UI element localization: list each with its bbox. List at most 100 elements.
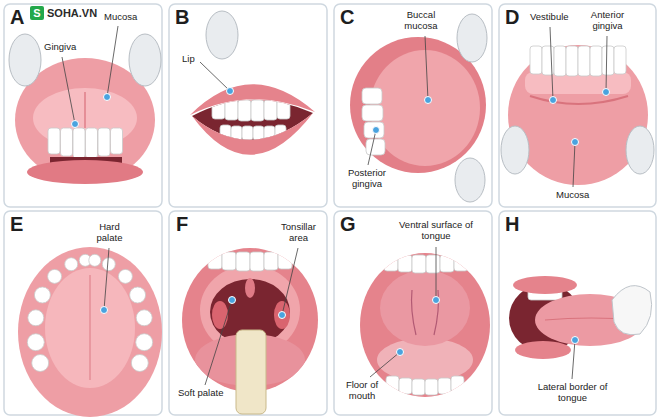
tongue-raised bbox=[399, 378, 412, 394]
tongue-raised bbox=[398, 255, 412, 272]
cheek-retracted bbox=[362, 88, 385, 155]
lips-smile bbox=[251, 100, 264, 121]
panel-frame bbox=[499, 211, 656, 415]
panel-letter: C bbox=[340, 7, 354, 27]
palate-view bbox=[89, 254, 101, 266]
palate-view bbox=[131, 355, 148, 372]
tongue-raised bbox=[412, 290, 439, 335]
palate-view bbox=[102, 258, 115, 271]
part-label: Buccal mucosa bbox=[396, 10, 446, 32]
cheek-retracted bbox=[455, 158, 485, 202]
lower-lip-retracted bbox=[554, 46, 566, 76]
lips-smile bbox=[206, 11, 238, 59]
part-label: Mucosa bbox=[104, 12, 137, 23]
leader-dot bbox=[433, 297, 440, 304]
part-label: Soft palate bbox=[178, 388, 223, 399]
leader-dot bbox=[397, 349, 404, 356]
upper-lip-retracted bbox=[84, 92, 86, 128]
lips-smile bbox=[212, 100, 290, 140]
panel-letter: B bbox=[175, 7, 189, 27]
panel-frame bbox=[169, 4, 327, 207]
watermark: SOHA.VN bbox=[47, 6, 97, 20]
lower-lip-retracted bbox=[566, 46, 578, 76]
leader-dot bbox=[572, 337, 579, 344]
leader-dot bbox=[279, 312, 286, 319]
upper-lip-retracted bbox=[9, 34, 41, 86]
upper-lip-retracted bbox=[129, 34, 161, 86]
upper-lip-retracted bbox=[48, 128, 123, 158]
upper-lip-retracted bbox=[73, 128, 85, 158]
lips-smile bbox=[253, 126, 264, 140]
cheek-retracted bbox=[364, 122, 384, 138]
palate-view bbox=[136, 334, 153, 351]
tongue-raised bbox=[360, 253, 490, 397]
upper-lip-retracted bbox=[86, 128, 98, 158]
part-label: Floor of mouth bbox=[342, 380, 382, 402]
tongue-extended bbox=[515, 341, 571, 359]
leader-line bbox=[282, 248, 298, 315]
leader-line bbox=[62, 26, 607, 385]
part-label: Anterior gingiva bbox=[585, 10, 630, 32]
leader-line bbox=[104, 248, 109, 310]
cheek-retracted bbox=[366, 139, 385, 155]
palate-view bbox=[27, 254, 152, 371]
tongue-extended bbox=[513, 276, 577, 294]
cheek-retracted bbox=[457, 14, 487, 62]
upper-lip-retracted bbox=[9, 34, 161, 184]
part-label: Vestibule bbox=[530, 12, 569, 23]
leader-line bbox=[368, 130, 376, 165]
throat-view bbox=[212, 301, 228, 329]
lower-lip-retracted bbox=[530, 46, 542, 74]
tongue-raised bbox=[412, 379, 425, 395]
upper-lip-retracted bbox=[98, 128, 110, 156]
palate-view bbox=[27, 334, 44, 351]
part-label: Ventral surface of tongue bbox=[398, 220, 474, 242]
lower-lip-retracted bbox=[525, 72, 631, 94]
lower-lip-retracted bbox=[501, 45, 654, 185]
lower-lip-retracted bbox=[501, 126, 529, 174]
throat-view bbox=[236, 252, 250, 271]
part-label: Tonsillar area bbox=[276, 222, 321, 244]
tongue-extended bbox=[509, 276, 652, 359]
tongue-raised bbox=[360, 253, 490, 397]
lower-lip-retracted bbox=[530, 46, 626, 76]
palate-view bbox=[18, 247, 162, 417]
lower-lip-retracted bbox=[602, 46, 614, 75]
lower-lip-retracted bbox=[542, 46, 554, 75]
tongue-extended bbox=[612, 286, 652, 335]
leader-dot bbox=[425, 97, 432, 104]
throat-view bbox=[245, 278, 255, 298]
leader-dot bbox=[72, 88, 610, 356]
panel-frame bbox=[499, 4, 656, 207]
watermark-logo: S bbox=[30, 6, 44, 20]
palate-view bbox=[32, 355, 49, 372]
tongue-raised bbox=[454, 255, 468, 271]
part-label: Lip bbox=[182, 54, 195, 65]
leader-line bbox=[107, 26, 118, 97]
lips-smile bbox=[190, 84, 315, 115]
leader-line bbox=[62, 57, 75, 124]
panel-letter: G bbox=[340, 214, 356, 234]
part-label: Lateral border of tongue bbox=[535, 382, 610, 404]
lower-lip-retracted bbox=[626, 126, 654, 174]
lower-lip-retracted bbox=[578, 46, 590, 76]
lower-lip-retracted bbox=[530, 96, 628, 104]
panel-frame bbox=[169, 211, 327, 415]
leader-dot bbox=[104, 94, 111, 101]
throat-view bbox=[208, 252, 222, 269]
cheek-retracted bbox=[370, 50, 480, 166]
leader-line bbox=[606, 36, 607, 92]
tongue-raised bbox=[384, 255, 398, 271]
lips-smile bbox=[192, 113, 313, 155]
leader-dot bbox=[572, 139, 579, 146]
tongue-raised bbox=[380, 270, 470, 346]
palate-view bbox=[130, 287, 146, 303]
tongue-raised bbox=[412, 255, 426, 273]
lower-lip-retracted bbox=[508, 45, 648, 185]
tongue-raised bbox=[426, 255, 440, 273]
leader-line bbox=[573, 142, 575, 187]
leader-dot bbox=[101, 307, 108, 314]
tongue-raised bbox=[377, 255, 473, 395]
